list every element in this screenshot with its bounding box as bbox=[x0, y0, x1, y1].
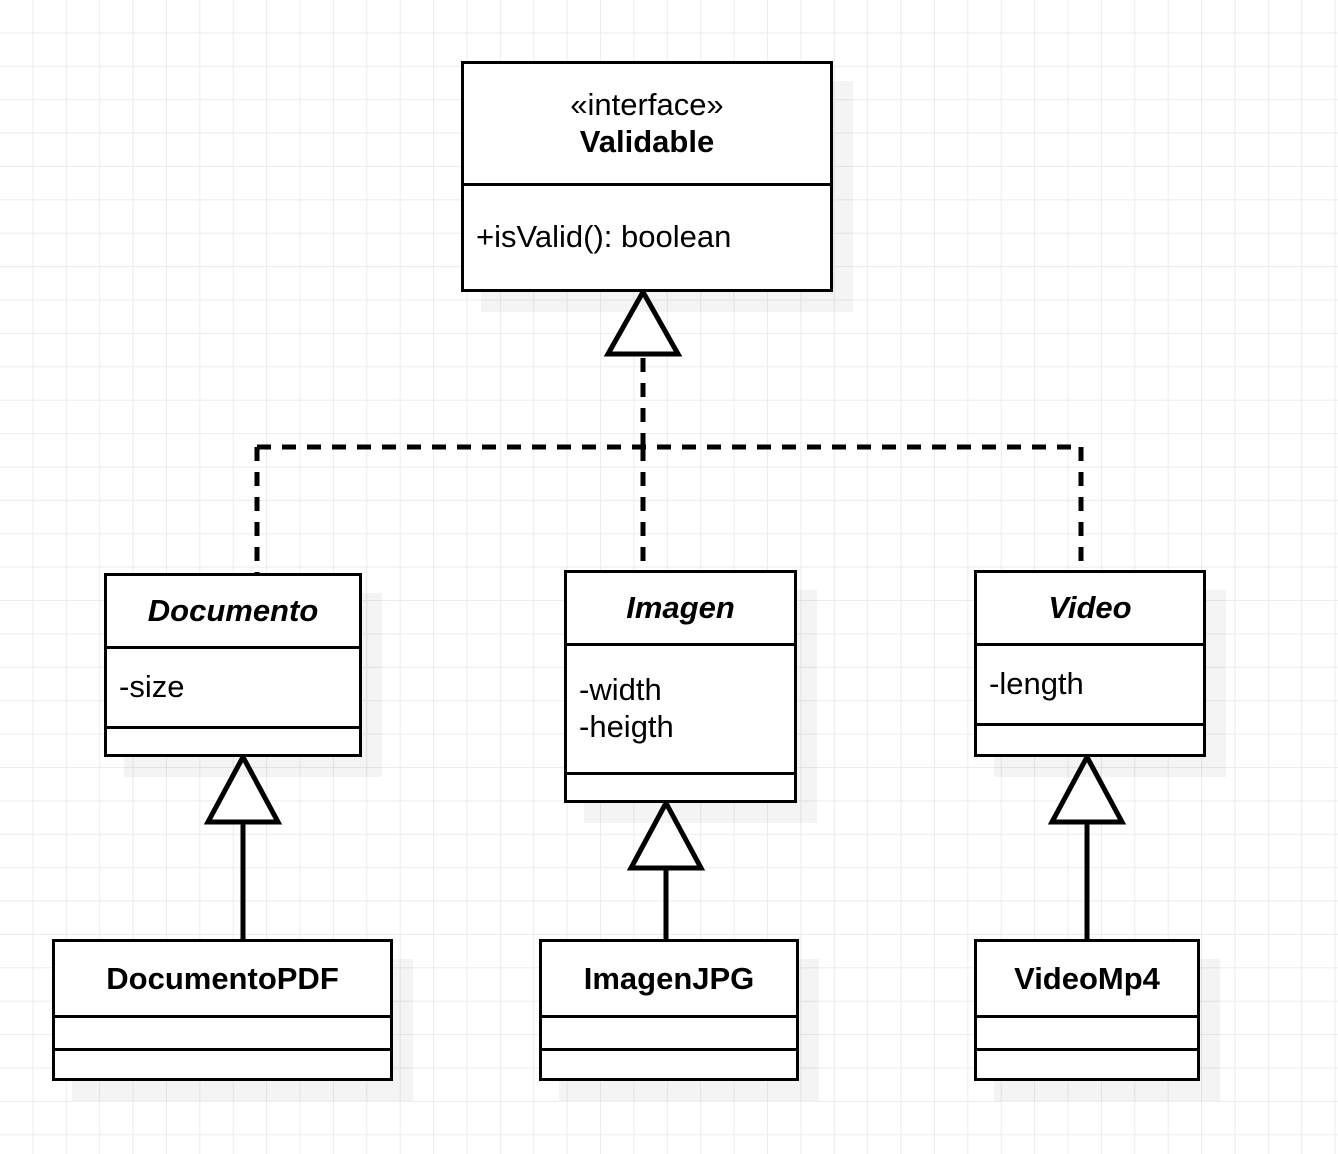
realization-arrowhead-validable bbox=[603, 286, 683, 357]
class-name-video: Video bbox=[1048, 590, 1132, 626]
class-header-imagen: Imagen bbox=[567, 573, 794, 643]
class-name-documento: Documento bbox=[147, 593, 319, 629]
class-name-imagenjpg: ImagenJPG bbox=[583, 960, 755, 996]
class-name-validable: Validable bbox=[579, 123, 715, 159]
class-header-videomp4: VideoMp4 bbox=[977, 942, 1197, 1015]
class-stereotype-validable: «interface» bbox=[570, 86, 724, 122]
class-attributes-imagen: -width -heigth bbox=[567, 643, 794, 772]
attribute-item: -length bbox=[989, 666, 1084, 702]
class-header-documentopdf: DocumentoPDF bbox=[55, 942, 390, 1015]
realization-edge-group bbox=[254, 286, 1084, 573]
class-name-imagen: Imagen bbox=[626, 590, 735, 626]
generalization-edge-videomp4 bbox=[1047, 751, 1127, 939]
class-box-documentopdf[interactable]: DocumentoPDF bbox=[52, 939, 393, 1081]
attribute-item: -size bbox=[119, 669, 185, 705]
class-box-documento[interactable]: Documento -size bbox=[104, 573, 362, 757]
class-operations-videomp4 bbox=[977, 1048, 1197, 1078]
class-attributes-video: -length bbox=[977, 643, 1203, 723]
class-attributes-documento: -size bbox=[107, 646, 359, 726]
class-name-documentopdf: DocumentoPDF bbox=[106, 960, 339, 996]
class-operations-documento bbox=[107, 726, 359, 754]
class-name-videomp4: VideoMp4 bbox=[1014, 960, 1160, 996]
class-header-imagenjpg: ImagenJPG bbox=[542, 942, 796, 1015]
class-operations-imagen bbox=[567, 772, 794, 800]
generalization-edge-imagenjpg bbox=[626, 797, 706, 939]
class-operations-documentopdf bbox=[55, 1048, 390, 1078]
class-attributes-documentopdf bbox=[55, 1015, 390, 1048]
attribute-item: -heigth bbox=[579, 709, 674, 744]
class-operations-imagenjpg bbox=[542, 1048, 796, 1078]
class-operations-video bbox=[977, 723, 1203, 754]
attribute-item: -width bbox=[579, 672, 662, 708]
generalization-arrowhead-video bbox=[1047, 751, 1127, 825]
class-header-documento: Documento bbox=[107, 576, 359, 646]
class-attributes-videomp4 bbox=[977, 1015, 1197, 1048]
operation-item: +isValid(): boolean bbox=[476, 219, 732, 255]
generalization-edge-documentopdf bbox=[203, 751, 283, 939]
class-box-video[interactable]: Video -length bbox=[974, 570, 1206, 757]
class-header-video: Video bbox=[977, 573, 1203, 643]
class-box-imagenjpg[interactable]: ImagenJPG bbox=[539, 939, 799, 1081]
class-box-imagen[interactable]: Imagen -width -heigth bbox=[564, 570, 797, 803]
class-header-validable: «interface» Validable bbox=[464, 64, 830, 183]
class-operations-validable: +isValid(): boolean bbox=[464, 183, 830, 289]
class-attributes-imagenjpg bbox=[542, 1015, 796, 1048]
class-box-validable[interactable]: «interface» Validable +isValid(): boolea… bbox=[461, 61, 833, 292]
class-box-videomp4[interactable]: VideoMp4 bbox=[974, 939, 1200, 1081]
generalization-arrowhead-imagen bbox=[626, 797, 706, 871]
generalization-arrowhead-documento bbox=[203, 751, 283, 825]
